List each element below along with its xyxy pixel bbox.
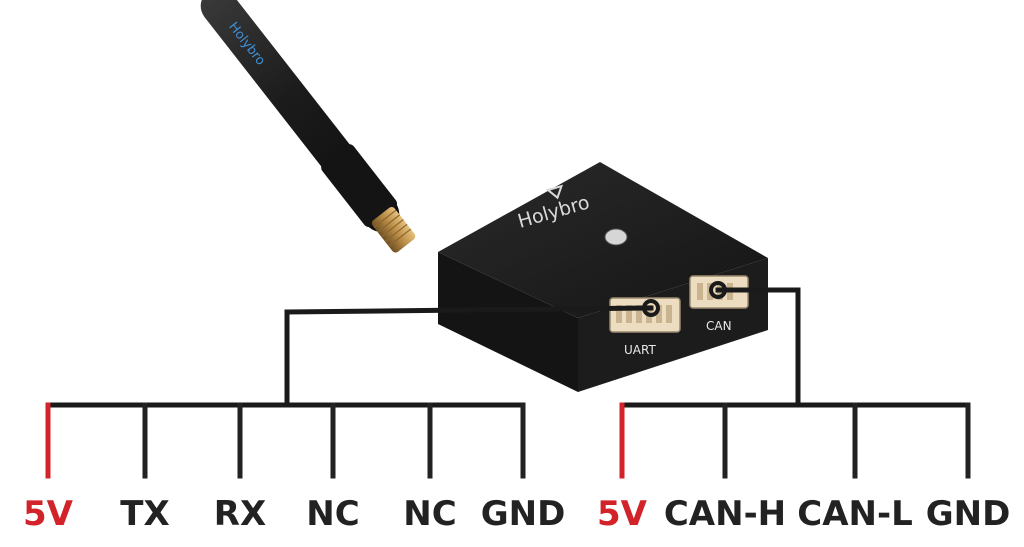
antenna: Holybro bbox=[200, 0, 416, 253]
uart-connector-contact-icon bbox=[642, 299, 660, 317]
can-port-label: CAN bbox=[706, 319, 732, 333]
device-side-left bbox=[438, 252, 578, 392]
status-led-icon bbox=[604, 228, 628, 246]
telemetry-radio-device: Holybro UART CAN bbox=[438, 162, 768, 392]
can-connector-contact-icon bbox=[709, 281, 727, 299]
can-pin-label-2: CAN-H bbox=[664, 494, 786, 534]
wiring bbox=[45, 281, 971, 479]
can-pin-label-1: 5V bbox=[597, 494, 648, 534]
device-top bbox=[438, 162, 768, 318]
uart-pin-label-6: GND bbox=[481, 494, 566, 534]
uart-pin-label-1: 5V bbox=[23, 494, 74, 534]
uart-lead-wire bbox=[284, 305, 654, 315]
uart-pin-label-2: TX bbox=[120, 494, 169, 534]
antenna-joint bbox=[321, 144, 398, 228]
can-pin-label-3: CAN-L bbox=[797, 494, 913, 534]
brand-logo-icon bbox=[545, 184, 564, 200]
uart-pin-label-5: NC bbox=[403, 494, 456, 534]
antenna-sma-connector bbox=[371, 207, 416, 253]
pin-labels: 5V TX RX NC NC GND 5V CAN-H CAN-L GND bbox=[23, 494, 1010, 534]
uart-pin-label-4: NC bbox=[306, 494, 359, 534]
uart-port-label: UART bbox=[624, 343, 656, 357]
uart-pin-label-3: RX bbox=[214, 494, 266, 534]
can-pin-label-4: GND bbox=[926, 494, 1011, 534]
